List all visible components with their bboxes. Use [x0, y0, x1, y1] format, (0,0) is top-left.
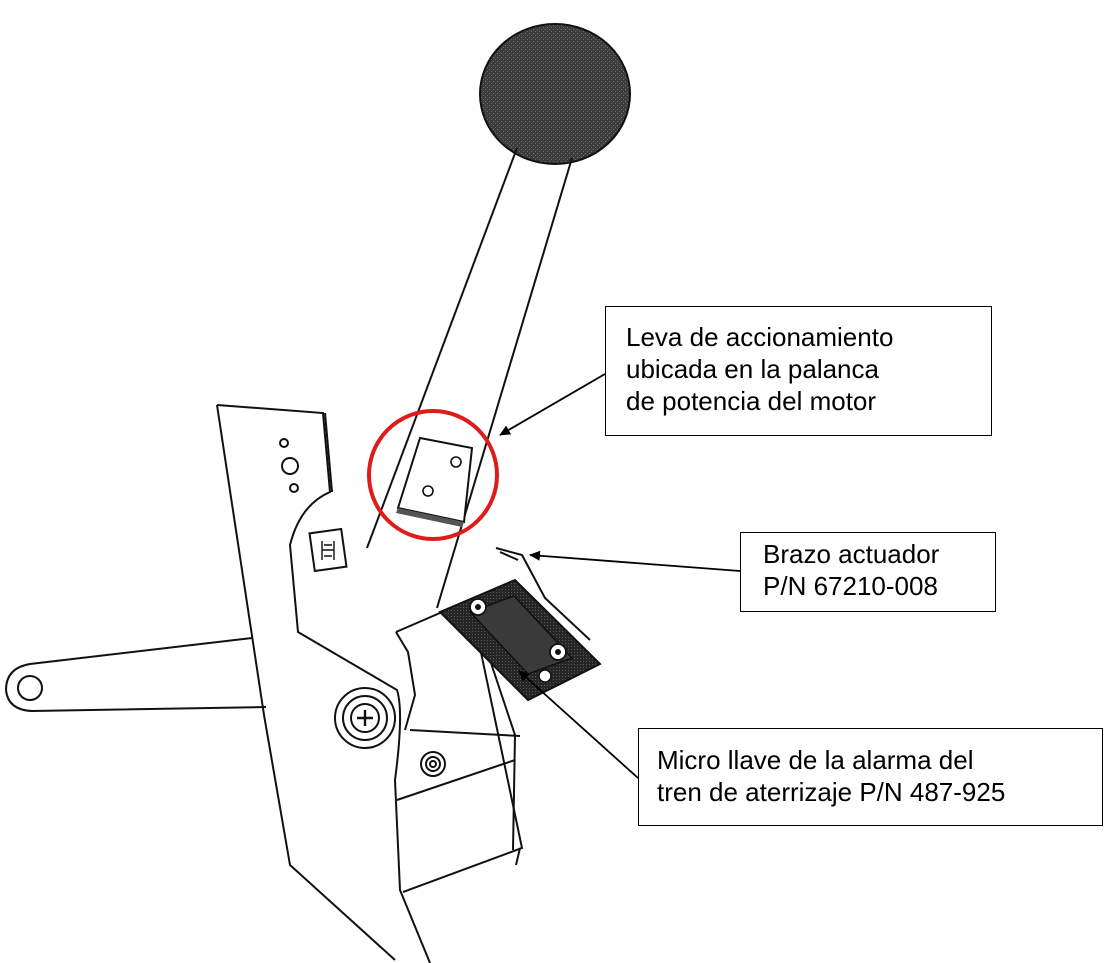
lever-knob: [479, 23, 631, 165]
actuator-arm-callout-line-2: P/N 67210-008: [763, 571, 938, 601]
actuating-cam: [396, 436, 474, 527]
actuator-arm: [495, 547, 591, 641]
micro-switch: [438, 578, 602, 702]
linkage-arm: [4, 637, 267, 713]
switch-housing: [334, 598, 524, 893]
cam-callout-line-2: ubicada en la palanca: [626, 354, 879, 384]
leader-arrows: [499, 373, 741, 779]
micro-switch-callout-line-1: Micro llave de la alarma del: [657, 745, 974, 775]
highlight-circle: [367, 409, 499, 541]
actuator-arm-leader-arrow: [529, 550, 741, 572]
cam-callout-line-1: Leva de accionamiento: [626, 322, 894, 352]
micro-switch-callout: Micro llave de la alarma del tren de ate…: [638, 728, 1103, 826]
cam-callout: Leva de accionamiento ubicada en la pala…: [605, 306, 992, 436]
actuator-arm-callout-line-1: Brazo actuador: [763, 539, 940, 569]
cam-callout-line-3: de potencia del motor: [626, 386, 877, 416]
cam-leader-arrow: [499, 373, 606, 436]
mounting-bracket: [216, 404, 431, 963]
lever-shaft: [366, 147, 573, 609]
actuator-arm-callout: Brazo actuador P/N 67210-008: [740, 532, 996, 612]
micro-switch-callout-line-2: tren de aterrizaje P/N 487-925: [657, 777, 1006, 807]
micro-switch-leader-arrow: [518, 670, 639, 779]
